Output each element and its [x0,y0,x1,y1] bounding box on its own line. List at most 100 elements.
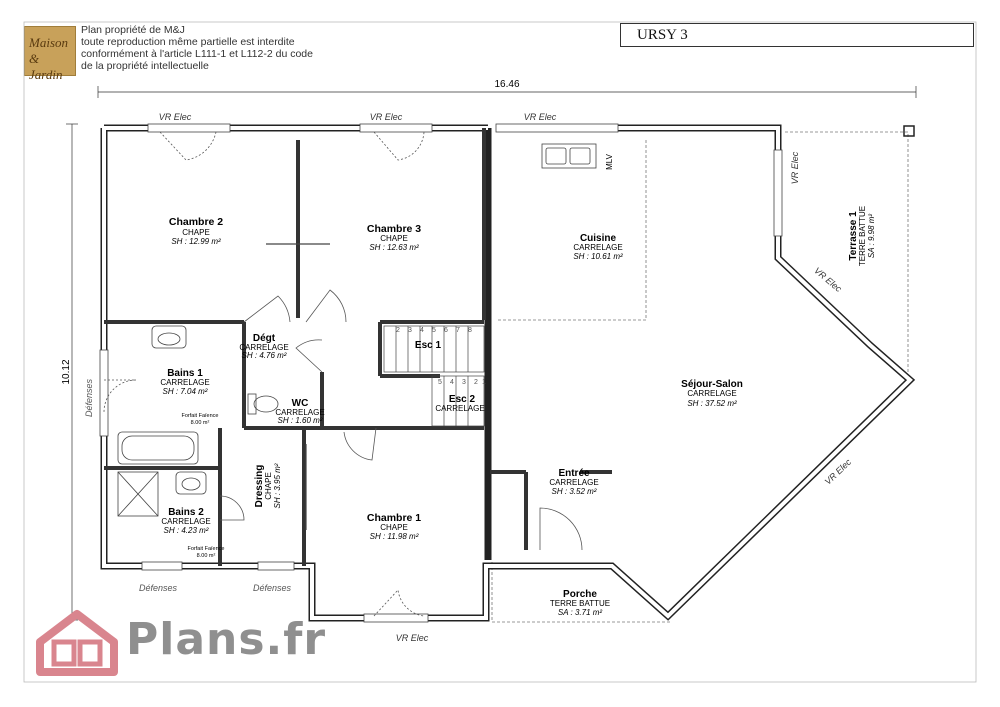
interior-walls [104,128,612,566]
svg-text:SH : 11.98 m²: SH : 11.98 m² [370,532,419,541]
plan-title-box: URSY 3 [620,23,974,47]
room-label-dressing: Dressing CHAPE SH : 3.95 m² [254,463,282,508]
defenses-label: Défenses [139,583,178,593]
svg-text:CARRELAGE: CARRELAGE [275,408,324,417]
svg-text:1: 1 [482,379,486,386]
svg-text:SH : 37.52 m²: SH : 37.52 m² [687,399,737,408]
svg-text:SH : 12.63 m²: SH : 12.63 m² [369,243,419,252]
svg-text:4: 4 [420,327,424,334]
room-label-wc: WC CARRELAGE SH : 1.60 m² [275,398,324,425]
vr-elec-label: VR Elec [159,112,192,122]
room-label-porche: Porche TERRE BATTUE SA : 3.71 m² [550,589,610,617]
dimension-width [97,86,917,98]
plans-fr-watermark: Plans.fr [34,608,327,682]
svg-text:SH : 3.52 m²: SH : 3.52 m² [552,487,597,496]
vr-elec-label: VR Elec [370,112,403,122]
room-label-bains-2: Bains 2 CARRELAGE SH : 4.23 m² [161,507,210,535]
copyright-notice: Plan propriété de M&J toute reproduction… [81,24,313,72]
defenses-label: Défenses [253,583,292,593]
staircase-2 [431,375,485,427]
room-label-bains-1: Bains 1 CARRELAGE SH : 7.04 m² [160,368,209,396]
dimension-height-label: 10.12 [61,359,72,384]
room-label-chambre-2: Chambre 2 CHAPE SH : 12.99 m² [169,216,223,246]
svg-text:TERRE BATTUE: TERRE BATTUE [858,206,867,266]
mlv-label: MLV [605,153,614,170]
room-label-chambre-3: Chambre 3 CHAPE SH : 12.63 m² [367,223,421,252]
plans-fr-brand: Plans.fr [126,614,327,665]
svg-text:SH : 4.76 m²: SH : 4.76 m² [242,351,287,360]
faience-label-2: Forfait Faïence [188,546,225,552]
exterior-wall-core [102,126,913,620]
svg-text:CARRELAGE: CARRELAGE [161,517,210,526]
svg-text:CARRELAGE: CARRELAGE [687,389,736,398]
svg-text:Cuisine: Cuisine [580,233,617,244]
svg-text:Porche: Porche [563,589,597,600]
svg-text:7: 7 [456,327,460,334]
house-logo-icon [36,610,118,676]
svg-text:Bains 2: Bains 2 [168,507,204,518]
svg-text:SH : 7.04 m²: SH : 7.04 m² [163,387,208,396]
svg-text:SH : 12.99 m²: SH : 12.99 m² [171,237,221,246]
svg-text:Entrée: Entrée [558,468,590,479]
doors [103,131,583,617]
svg-text:CARRELAGE: CARRELAGE [160,378,209,387]
svg-text:Chambre 3: Chambre 3 [367,223,421,235]
windows [99,123,783,623]
room-label-chambre-1: Chambre 1 CHAPE SH : 11.98 m² [367,512,421,541]
wc-bowl [253,395,279,413]
page-frame [23,21,977,683]
svg-text:CARRELAGE: CARRELAGE [549,478,598,487]
room-label-sejour-salon: Séjour-Salon CARRELAGE SH : 37.52 m² [681,379,743,408]
terrace-outline [491,131,909,623]
esc-2-floor: CARRELAGE [435,404,484,413]
exterior-walls [100,124,916,622]
washbasin-2 [175,471,207,495]
faience-label-1: Forfait Faïence [182,413,219,419]
defenses-labels: Défenses Défenses Défenses [84,378,292,593]
esc-1-label: Esc 1 [415,340,442,351]
svg-text:Dégt: Dégt [253,333,276,344]
svg-text:SA : 3.71 m²: SA : 3.71 m² [558,608,603,617]
defenses-label: Défenses [84,378,94,417]
svg-text:Chambre 2: Chambre 2 [169,216,223,228]
plan-title: URSY 3 [637,27,688,43]
svg-text:CARRELAGE: CARRELAGE [239,343,288,352]
staircase-2-steps: 5 4 3 2 1 [438,379,486,386]
wc-tank [247,393,257,415]
svg-text:Chambre 1: Chambre 1 [367,512,421,524]
shower [117,471,159,517]
svg-text:TERRE BATTUE: TERRE BATTUE [550,599,610,608]
svg-text:2: 2 [396,327,400,334]
maison-jardin-logo: Maison & Jardin [24,26,76,82]
svg-text:CHAPE: CHAPE [182,228,210,237]
svg-text:SH : 4.23 m²: SH : 4.23 m² [164,526,209,535]
esc-2-label: Esc 2 [449,394,476,405]
svg-text:3: 3 [408,327,412,334]
svg-text:Dressing: Dressing [254,465,265,508]
svg-text:5: 5 [438,379,442,386]
svg-text:5: 5 [432,327,436,334]
copyright-line: toute reproduction même partielle est in… [81,36,295,48]
staircase-1 [383,325,485,373]
copyright-line: de la propriété intellectuelle [81,60,209,72]
room-label-degt: Dégt CARRELAGE SH : 4.76 m² [239,333,288,360]
svg-text:CARRELAGE: CARRELAGE [573,243,622,252]
faience-qty-1: 8.00 m² [191,420,210,426]
faience-qty-2: 8.00 m² [197,553,216,559]
copyright-line: Plan propriété de M&J [81,24,185,36]
vr-elec-label: VR Elec [790,151,800,184]
vr-elec-label: VR Elec [524,112,557,122]
svg-text:6: 6 [444,327,448,334]
room-label-entree: Entrée CARRELAGE SH : 3.52 m² [549,468,598,496]
svg-text:2: 2 [474,379,478,386]
svg-text:SH : 1.60 m²: SH : 1.60 m² [278,416,323,425]
svg-text:WC: WC [292,398,309,409]
wardrobe-lines [266,243,330,530]
svg-text:CHAPE: CHAPE [380,523,408,532]
svg-text:Séjour-Salon: Séjour-Salon [681,379,743,390]
svg-text:SA : 9.98 m²: SA : 9.98 m² [867,214,876,259]
dimension-width-label: 16.46 [494,79,519,90]
svg-text:CHAPE: CHAPE [264,472,273,500]
